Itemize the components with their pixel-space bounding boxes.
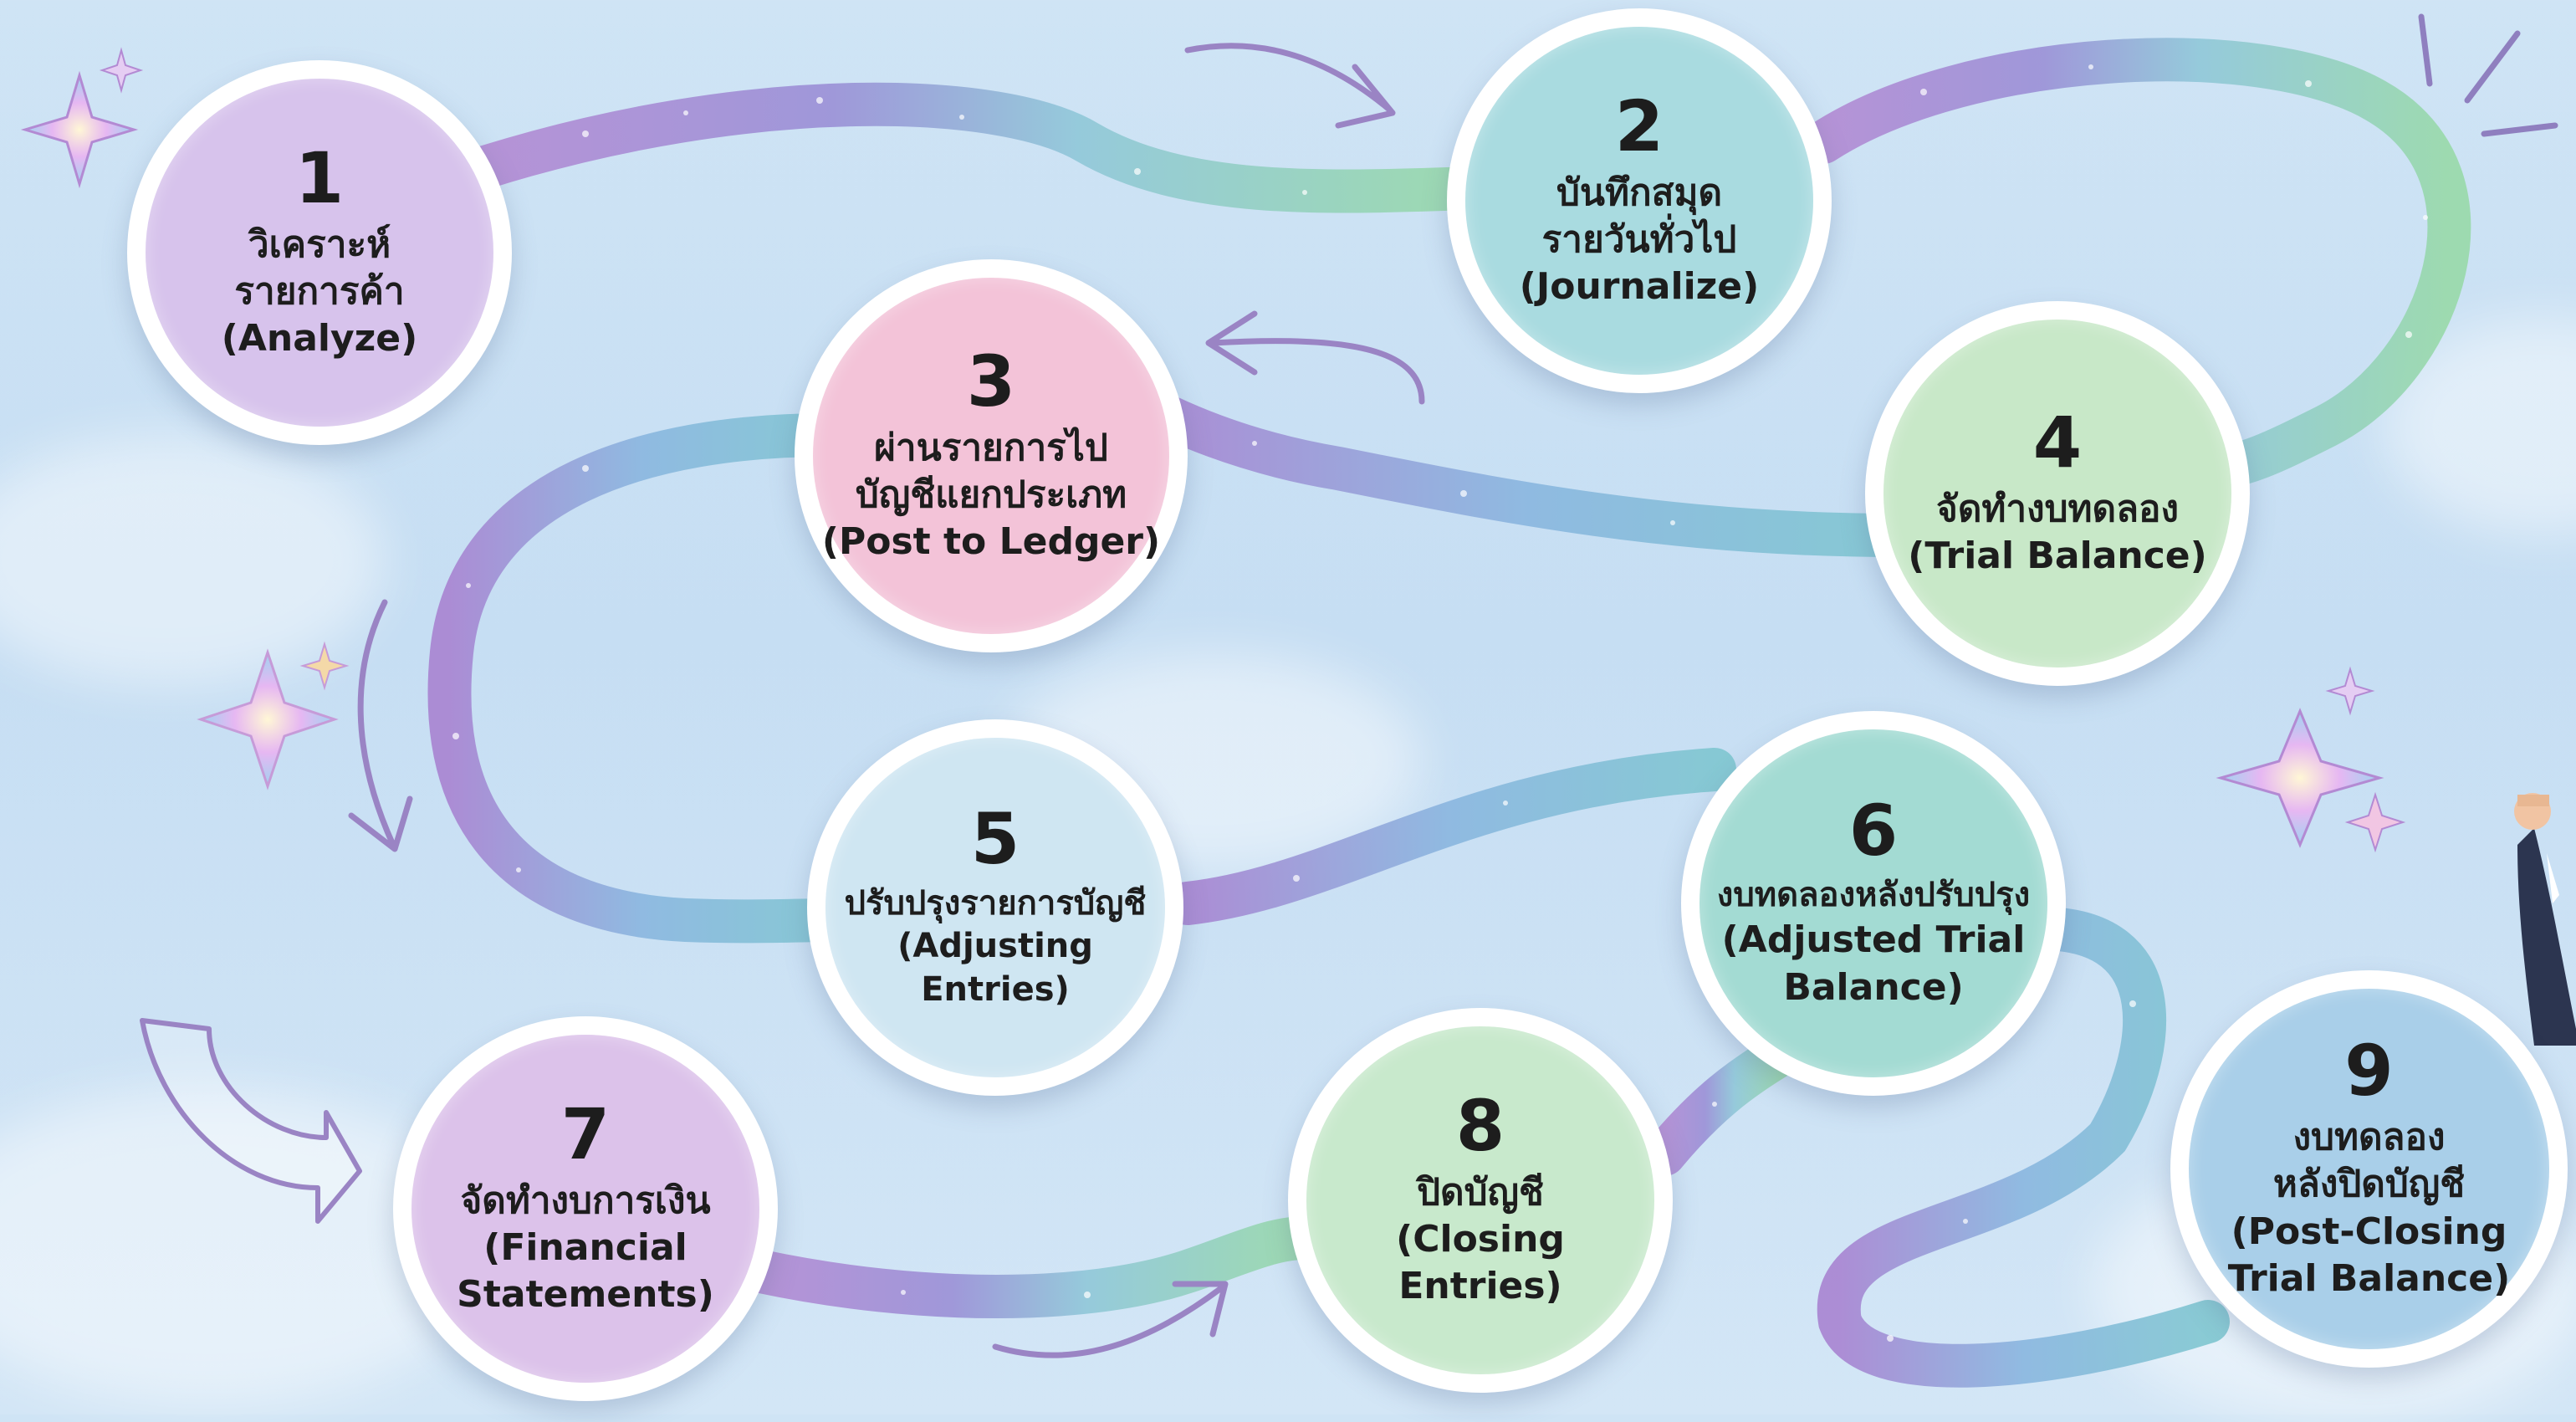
step-number: 6 xyxy=(1848,790,1899,872)
arrow-into-7-icon xyxy=(140,1018,362,1224)
path-segment-5-6 xyxy=(1166,748,1736,925)
arrow-7-to-8-icon xyxy=(992,1281,1229,1358)
sparkle-icon xyxy=(197,641,350,790)
step-number: 3 xyxy=(966,340,1016,422)
arrow-1-to-2-icon xyxy=(1184,43,1396,129)
step-5-adjusting-entries: 5 ปรับปรุงรายการบัญชี (Adjusting Entries… xyxy=(807,719,1183,1096)
path-segment-7-8 xyxy=(739,1216,1326,1318)
step-thai-label: บันทึกสมุด รายวันทั่วไป xyxy=(1541,171,1737,261)
step-english-label: (Trial Balance) xyxy=(1908,535,2207,577)
step-english-label: (Adjusting Entries) xyxy=(897,927,1093,1009)
step-english-label: (Journalize) xyxy=(1519,265,1760,309)
step-6-adjusted-trial-balance: 6 งบทดลองหลังปรับปรุง (Adjusted Trial Ba… xyxy=(1681,711,2066,1096)
step-thai-label: วิเคราะห์ รายการค้า xyxy=(234,223,405,313)
path-segment-3-5 xyxy=(427,413,858,944)
step-english-label: (Post-Closing Trial Balance) xyxy=(2227,1210,2511,1300)
step-thai-label: จัดทำงบการเงิน xyxy=(460,1179,711,1222)
businessman-illustration xyxy=(2514,793,2576,1046)
step-english-label: (Analyze) xyxy=(221,317,418,361)
burst-lines-icon xyxy=(2418,13,2558,137)
step-number: 4 xyxy=(2032,401,2083,483)
step-3-post-to-ledger: 3 ผ่านรายการไป บัญชีแยกประเภท (Post to L… xyxy=(795,259,1188,652)
step-thai-label: งบทดลองหลังปรับปรุง xyxy=(1716,876,2031,915)
arrow-4-to-3-icon xyxy=(1205,310,1425,405)
step-1-analyze: 1 วิเคราะห์ รายการค้า (Analyze) xyxy=(127,60,512,445)
step-number: 7 xyxy=(560,1092,611,1175)
sparkle-icon xyxy=(20,47,144,189)
step-thai-label: ผ่านรายการไป บัญชีแยกประเภท xyxy=(855,426,1127,516)
step-english-label: (Closing Entries) xyxy=(1396,1217,1565,1308)
path-segment-4-3 xyxy=(1132,388,1920,557)
step-english-label: (Adjusted Trial Balance) xyxy=(1721,918,2026,1009)
step-thai-label: งบทดลอง หลังปิดบัญชี xyxy=(2272,1115,2466,1206)
step-english-label: (Post to Ledger) xyxy=(821,520,1161,564)
step-thai-label: ปรับปรุงรายการบัญชี xyxy=(844,884,1147,923)
step-2-journalize: 2 บันทึกสมุด รายวันทั่วไป (Journalize) xyxy=(1447,8,1832,393)
arrow-down-left-icon xyxy=(348,599,413,852)
glitter-dots xyxy=(452,64,2428,1342)
background-cloud xyxy=(0,435,385,686)
step-9-post-closing-trial-balance: 9 งบทดลอง หลังปิดบัญชี (Post-Closing Tri… xyxy=(2170,970,2568,1368)
step-4-trial-balance: 4 จัดทำงบทดลอง (Trial Balance) xyxy=(1865,301,2250,686)
step-thai-label: ปิดบัญชี xyxy=(1417,1170,1544,1214)
path-segment-1-2 xyxy=(463,82,1494,213)
step-number: 2 xyxy=(1614,84,1664,167)
step-8-closing-entries: 8 ปิดบัญชี (Closing Entries) xyxy=(1288,1008,1673,1393)
path-segment-8-6 xyxy=(1643,1032,1803,1176)
step-english-label: (Financial Statements) xyxy=(457,1225,714,1317)
sparkle-icon xyxy=(2216,666,2406,853)
step-number: 1 xyxy=(294,136,345,219)
step-number: 5 xyxy=(970,798,1020,881)
path-segment-6-9 xyxy=(1817,907,2230,1388)
path-segment-2-4 xyxy=(1802,38,2471,490)
step-number: 9 xyxy=(2344,1029,2394,1112)
step-number: 8 xyxy=(1455,1084,1505,1167)
step-7-financial-statements: 7 จัดทำงบการเงิน (Financial Statements) xyxy=(393,1016,778,1401)
step-thai-label: จัดทำงบทดลอง xyxy=(1936,487,2179,530)
